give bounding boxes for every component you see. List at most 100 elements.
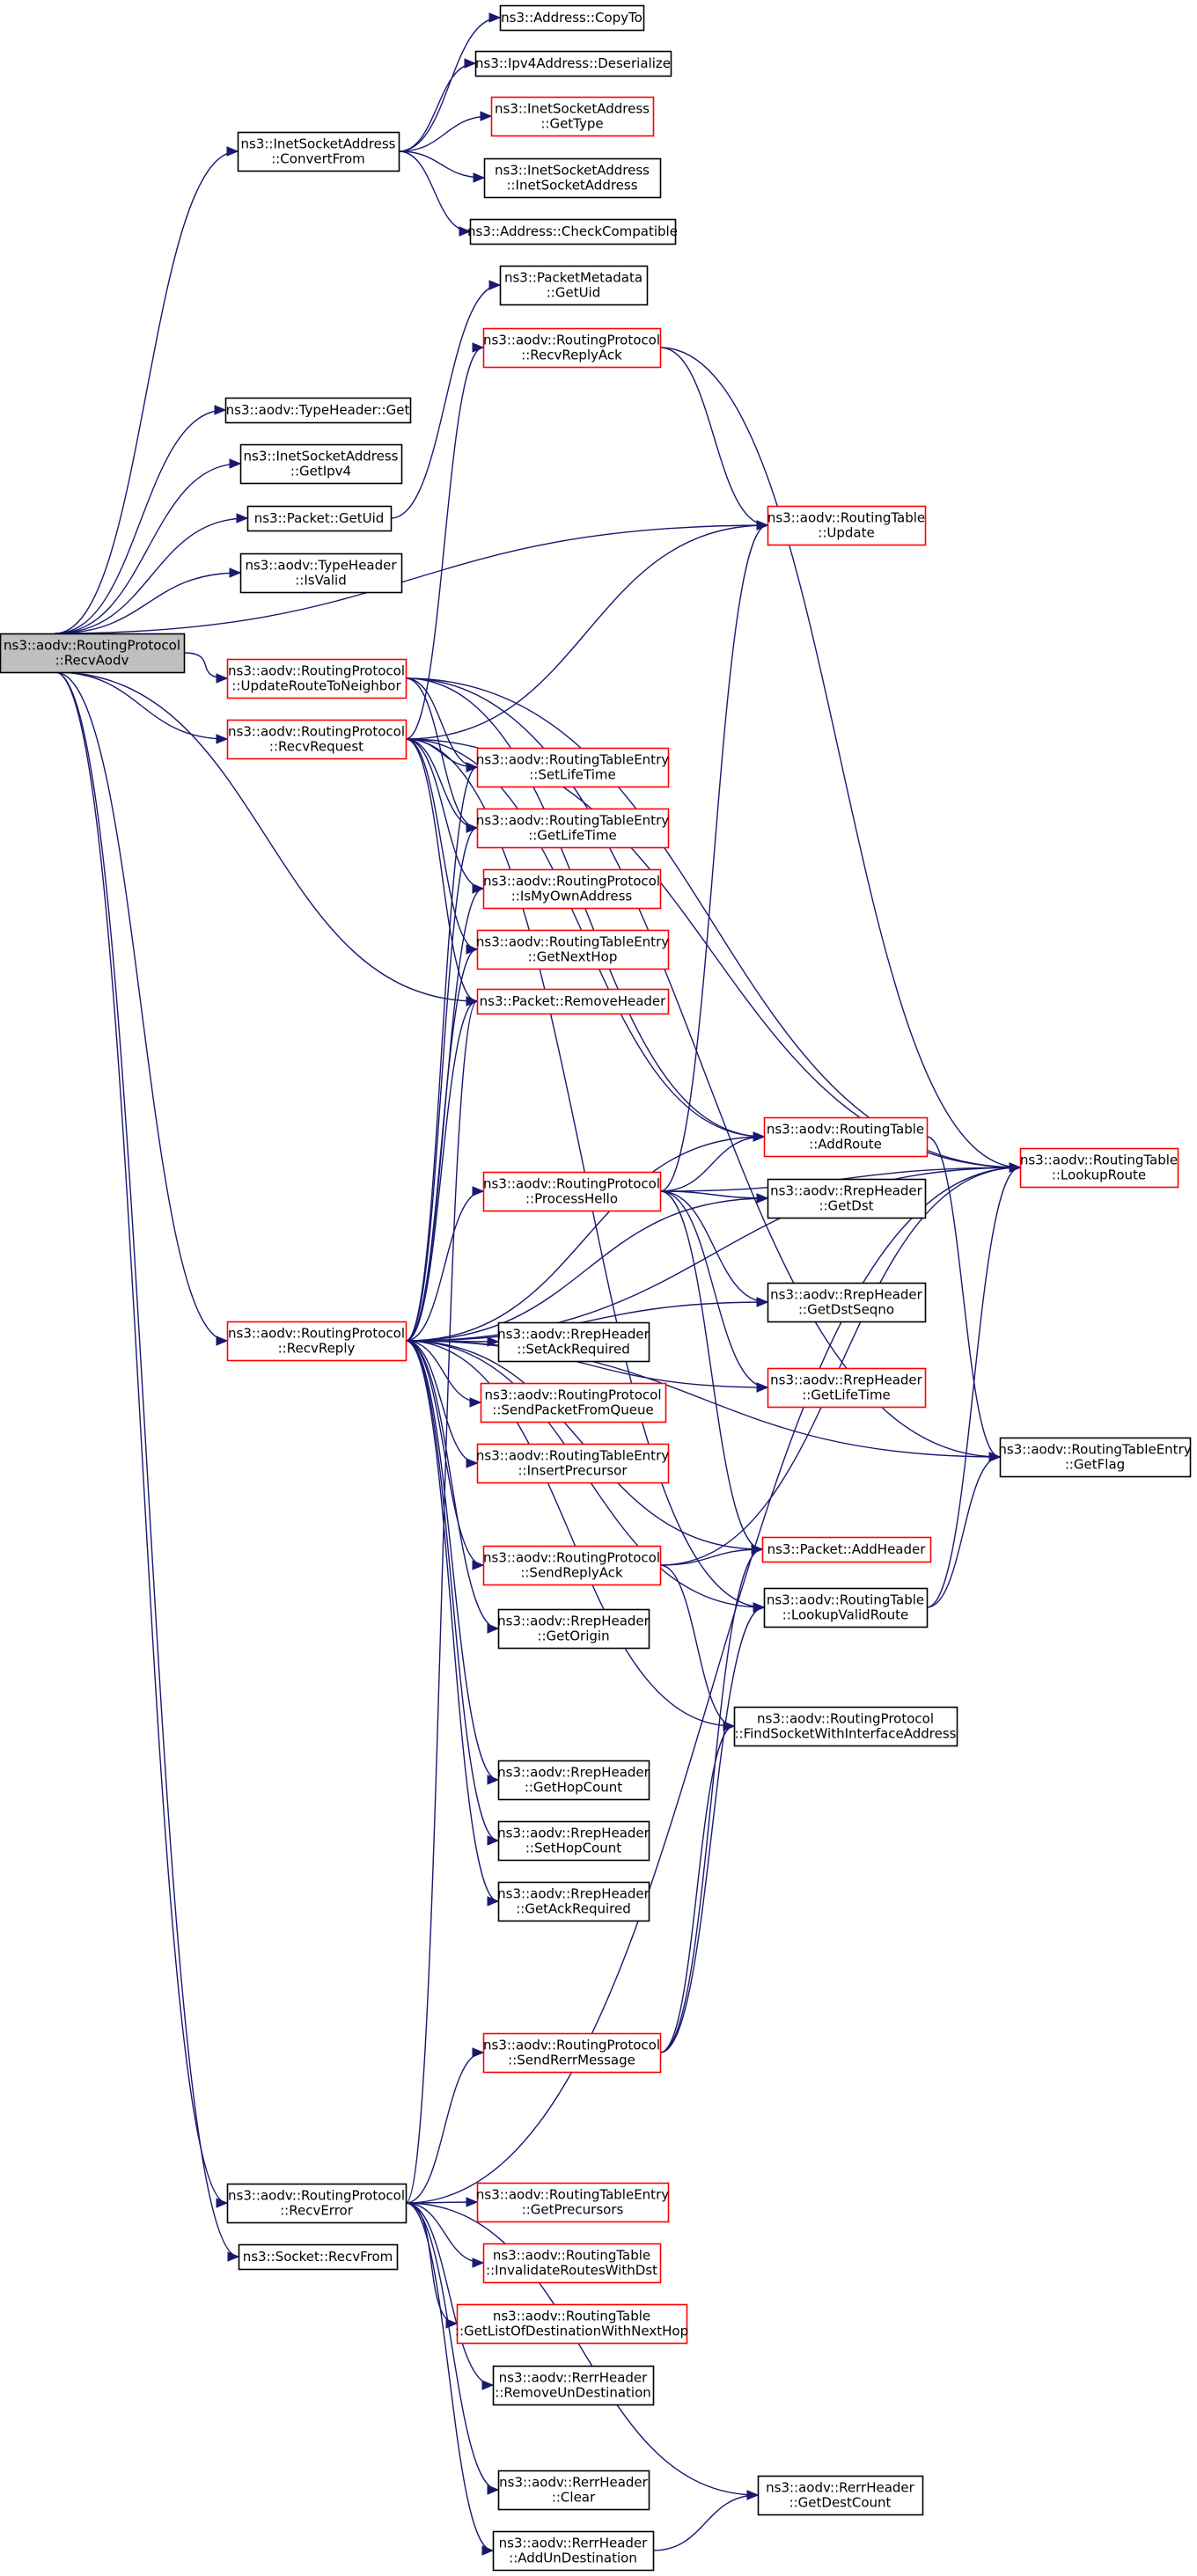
edge-line (405, 1167, 1021, 2204)
node-getflag[interactable]: ns3::aodv::RoutingTableEntry::GetFlag (998, 1437, 1192, 1478)
node-box (763, 1587, 929, 1628)
node-label-line: ns3::aodv::RrepHeader (770, 1183, 922, 1199)
node-getdstseqno[interactable]: ns3::aodv::RrepHeader::GetDstSeqno (767, 1282, 927, 1323)
node-updateroute[interactable]: ns3::aodv::RoutingProtocol::UpdateRouteT… (226, 658, 408, 699)
node-gethopcount[interactable]: ns3::aodv::RrepHeader::GetHopCount (497, 1760, 650, 1801)
node-packet_getuid[interactable]: ns3::Packet::GetUid (246, 505, 393, 532)
node-sendpacketfromqueue[interactable]: ns3::aodv::RoutingProtocol::SendPacketFr… (480, 1382, 667, 1423)
node-removeundest[interactable]: ns3::aodv::RerrHeader::RemoveUnDestinati… (492, 2365, 655, 2406)
node-getorigin[interactable]: ns3::aodv::RrepHeader::GetOrigin (497, 1608, 650, 1650)
node-checkcompatible[interactable]: ns3::Address::CheckCompatible (467, 218, 678, 245)
call-edge-processhello-to-rrep_getlifetime (659, 1190, 769, 1393)
arrowhead-icon (473, 172, 486, 183)
node-addroute[interactable]: ns3::aodv::RoutingTable::AddRoute (763, 1116, 929, 1158)
node-box (733, 1706, 958, 1747)
edge-line (398, 150, 471, 232)
edge-line (390, 284, 501, 519)
arrowhead-icon (481, 2545, 495, 2556)
call-edge-root-to-convertfrom (55, 146, 239, 634)
call-edge-recvreply-to-processhello (405, 1186, 485, 1342)
node-lookupvalidroute[interactable]: ns3::aodv::RoutingTable::LookupValidRout… (763, 1587, 929, 1628)
call-edge-recvreply-to-getnexthop (405, 944, 479, 1342)
node-getlistofdest[interactable]: ns3::aodv::RoutingTable::GetListOfDestin… (455, 2303, 688, 2345)
node-label-line: ::RecvReplyAck (521, 348, 622, 363)
node-rt_update[interactable]: ns3::aodv::RoutingTable::Update (767, 505, 927, 546)
node-isvalid[interactable]: ns3::aodv::TypeHeader::IsValid (239, 553, 403, 594)
node-processhello[interactable]: ns3::aodv::RoutingProtocol::ProcessHello (482, 1171, 662, 1212)
node-socket_recvfrom[interactable]: ns3::Socket::RecvFrom (238, 2243, 399, 2271)
node-typeheader_get[interactable]: ns3::aodv::TypeHeader::Get (224, 397, 412, 424)
call-edge-root-to-recverror (55, 671, 229, 2208)
call-edge-recverror-to-addundest (405, 2202, 495, 2556)
edge-line (55, 409, 226, 634)
node-addheader[interactable]: ns3::Packet::AddHeader (761, 1536, 932, 1563)
node-getprecursors[interactable]: ns3::aodv::RoutingTableEntry::GetPrecurs… (476, 2182, 670, 2223)
node-getackrequired[interactable]: ns3::aodv::RrepHeader::GetAckRequired (497, 1881, 650, 1922)
node-recvrequest[interactable]: ns3::aodv::RoutingProtocol::RecvRequest (226, 719, 408, 760)
node-label-line: ::SetHopCount (525, 1841, 621, 1856)
node-sendreplyack[interactable]: ns3::aodv::RoutingProtocol::SendReplyAck (482, 1545, 662, 1586)
arrowhead-icon (229, 458, 242, 469)
node-convertfrom[interactable]: ns3::InetSocketAddress::ConvertFrom (237, 131, 400, 172)
node-getipv4[interactable]: ns3::InetSocketAddress::GetIpv4 (239, 443, 403, 485)
node-box (456, 2303, 688, 2345)
node-ismyownaddress[interactable]: ns3::aodv::RoutingProtocol::IsMyOwnAddre… (482, 868, 662, 910)
node-recvreplyack[interactable]: ns3::aodv::RoutingProtocol::RecvReplyAck (482, 327, 662, 369)
edge-line (55, 517, 248, 634)
call-edge-addroute-to-getflag (926, 1136, 1002, 1462)
node-gettype[interactable]: ns3::InetSocketAddress::GetType (490, 96, 655, 137)
node-label-line: ns3::InetSocketAddress (241, 136, 396, 152)
node-label-line: ns3::Address::CopyTo (501, 10, 643, 26)
node-label-line: ns3::Packet::AddHeader (767, 1541, 927, 1557)
call-edge-recvreply-to-sendpacketfromqueue (405, 1340, 482, 1408)
arrowhead-icon (466, 944, 479, 955)
node-getdst[interactable]: ns3::aodv::RrepHeader::GetDst (767, 1178, 927, 1219)
arrowhead-icon (216, 2198, 229, 2208)
call-edge-processhello-to-rt_update (659, 520, 769, 1192)
node-addundest[interactable]: ns3::aodv::RerrHeader::AddUnDestination (492, 2530, 655, 2572)
edge-line (405, 1340, 735, 1727)
node-sendrerrmessage[interactable]: ns3::aodv::RoutingProtocol::SendRerrMess… (482, 2032, 662, 2074)
node-inetsocketaddress[interactable]: ns3::InetSocketAddress::InetSocketAddres… (483, 157, 662, 199)
node-label-line: ns3::aodv::RoutingTable (767, 510, 925, 526)
node-invalidateroutes[interactable]: ns3::aodv::RoutingTable::InvalidateRoute… (482, 2243, 662, 2284)
node-lookuproute[interactable]: ns3::aodv::RoutingTable::LookupRoute (1019, 1147, 1179, 1189)
edge-line (405, 1000, 478, 2204)
node-rte_getlifetime[interactable]: ns3::aodv::RoutingTableEntry::GetLifeTim… (476, 808, 670, 849)
node-label-line: ns3::aodv::RrepHeader (497, 1327, 650, 1343)
node-insertprecursor[interactable]: ns3::aodv::RoutingTableEntry::InsertPrec… (476, 1443, 670, 1484)
node-setackrequired[interactable]: ns3::aodv::RrepHeader::SetAckRequired (497, 1321, 650, 1363)
node-box (482, 868, 662, 910)
arrowhead-icon (753, 1602, 766, 1613)
node-label-line: ns3::aodv::TypeHeader::Get (226, 402, 410, 418)
node-recvreply[interactable]: ns3::aodv::RoutingProtocol::RecvReply (226, 1321, 408, 1362)
node-rerr_clear[interactable]: ns3::aodv::RerrHeader::Clear (497, 2470, 650, 2511)
arrowhead-icon (480, 111, 493, 121)
node-copyto[interactable]: ns3::Address::CopyTo (499, 4, 645, 32)
node-getnexthop[interactable]: ns3::aodv::RoutingTableEntry::GetNextHop (476, 929, 670, 970)
node-sethopcount[interactable]: ns3::aodv::RrepHeader::SetHopCount (497, 1820, 650, 1862)
node-box (497, 2470, 650, 2511)
arrowhead-icon (1009, 1162, 1022, 1173)
node-label-line: ns3::aodv::RoutingTableEntry (998, 1442, 1191, 1458)
node-setlifetime[interactable]: ns3::aodv::RoutingTableEntry::SetLifeTim… (476, 747, 670, 788)
node-label-line: ns3::Socket::RecvFrom (243, 2249, 393, 2265)
node-findsocket[interactable]: ns3::aodv::RoutingProtocol::FindSocketWi… (733, 1706, 958, 1747)
call-edge-convertfrom-to-checkcompatible (398, 150, 472, 237)
node-getdestcount[interactable]: ns3::aodv::RerrHeader::GetDestCount (757, 2475, 924, 2516)
arrowhead-icon (229, 567, 242, 578)
node-label-line: ::GetType (540, 116, 603, 132)
edge-line (183, 652, 228, 679)
arrowhead-icon (459, 226, 472, 237)
node-deserialize[interactable]: ns3::Ipv4Address::Deserialize (474, 50, 672, 77)
arrowhead-icon (753, 1131, 766, 1142)
node-label-line: ns3::Ipv4Address::Deserialize (475, 55, 671, 71)
node-recverror[interactable]: ns3::aodv::RoutingProtocol::RecvError (226, 2183, 408, 2224)
edge-line (55, 524, 768, 634)
node-box (492, 2365, 655, 2406)
node-rrep_getlifetime[interactable]: ns3::aodv::RrepHeader::GetLifeTime (767, 1367, 927, 1409)
node-label-line: ns3::aodv::RoutingTable (767, 1122, 924, 1138)
node-removeheader[interactable]: ns3::Packet::RemoveHeader (476, 988, 670, 1015)
node-root[interactable]: ns3::aodv::RoutingProtocol::RecvAodv (0, 633, 186, 674)
node-pm_getuid[interactable]: ns3::PacketMetadata::GetUid (499, 265, 649, 306)
